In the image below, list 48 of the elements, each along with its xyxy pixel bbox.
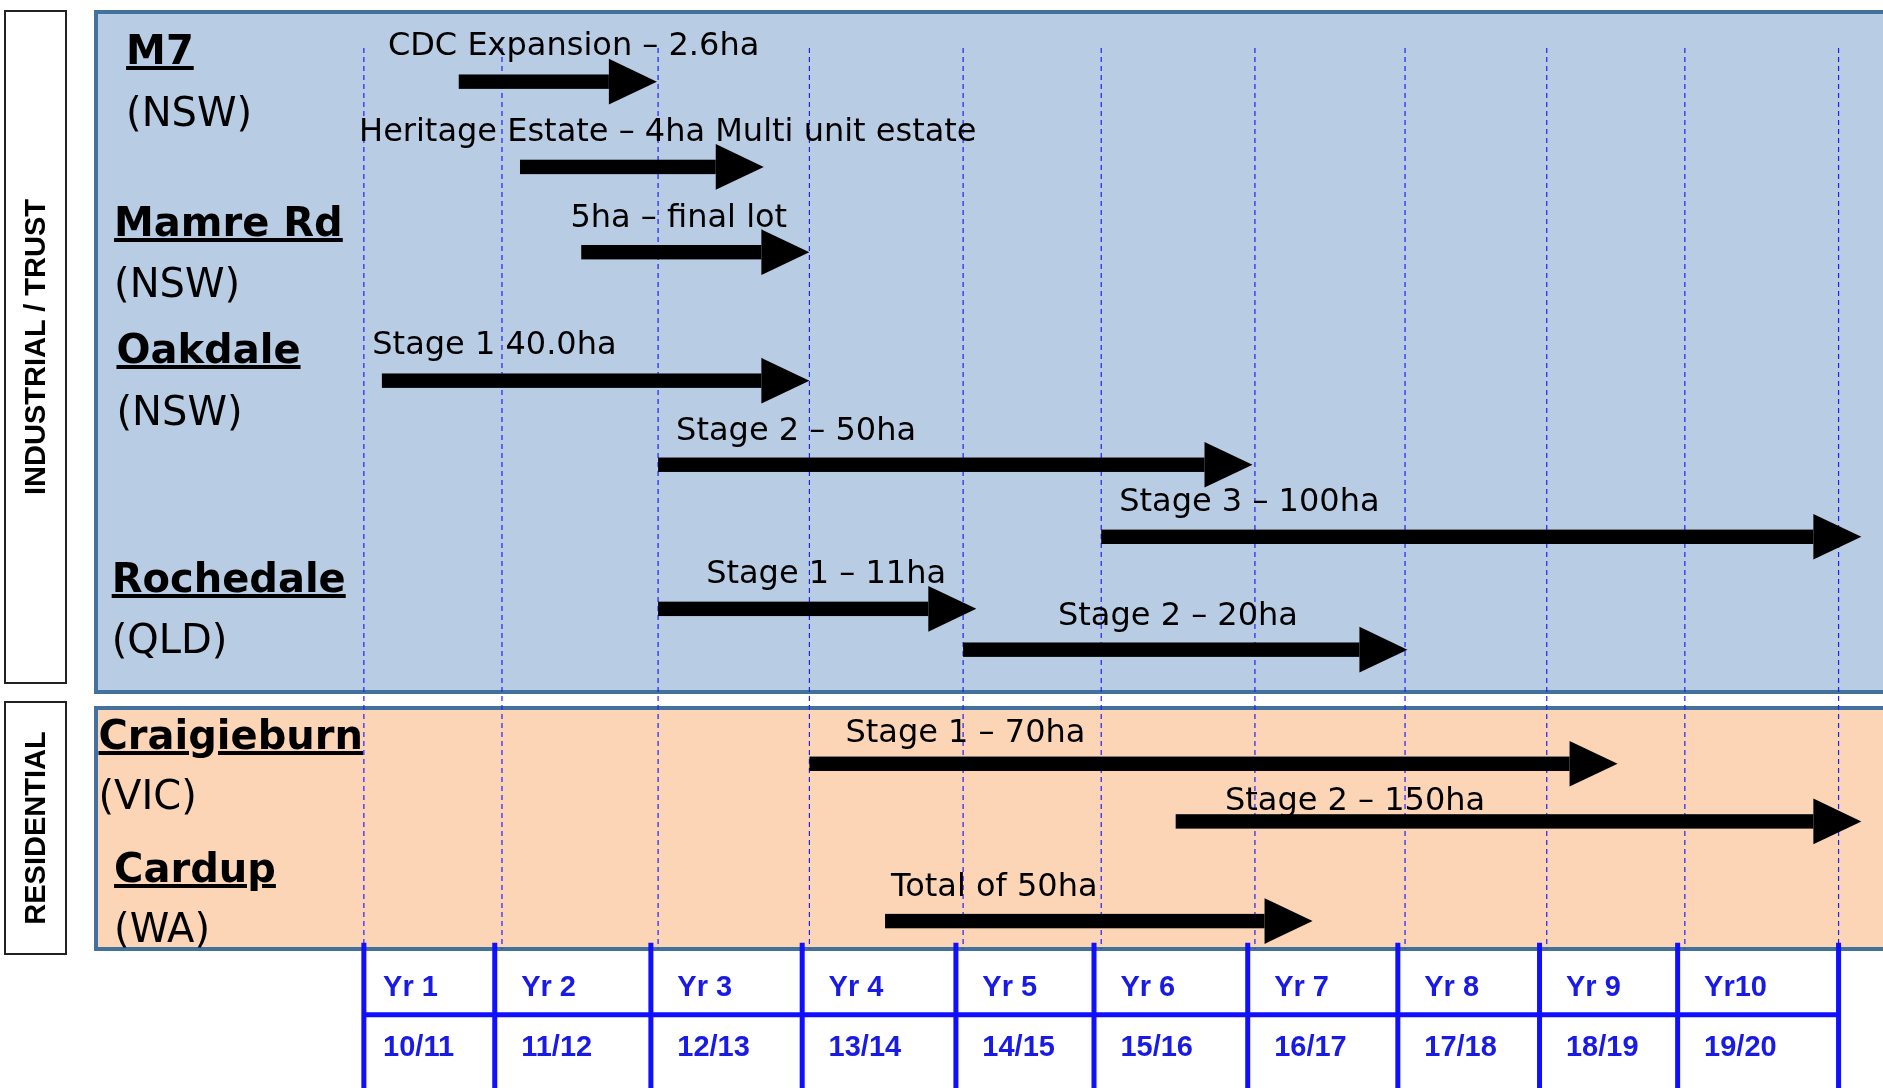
period-label: 19/20 bbox=[1704, 1031, 1777, 1061]
category-band bbox=[93, 706, 1883, 952]
period-label: 16/17 bbox=[1274, 1031, 1347, 1061]
category-band bbox=[93, 9, 1883, 695]
state-label: (VIC) bbox=[98, 775, 197, 815]
category-box bbox=[3, 9, 68, 685]
year-label: Yr 4 bbox=[828, 971, 884, 1001]
bar-label: Total of 50ha bbox=[891, 869, 1098, 902]
bar-label: Stage 1 40.0ha bbox=[372, 327, 617, 360]
bar-label: Stage 2 – 50ha bbox=[676, 412, 917, 445]
bar-label: Stage 2 – 20ha bbox=[1058, 597, 1298, 630]
period-label: 12/13 bbox=[677, 1031, 750, 1061]
period-label: 10/11 bbox=[383, 1031, 455, 1061]
year-label: Yr 1 bbox=[383, 971, 438, 1001]
bar-label: CDC Expansion – 2.6ha bbox=[387, 28, 760, 61]
period-label: 17/18 bbox=[1424, 1031, 1497, 1061]
year-label: Yr 3 bbox=[677, 971, 733, 1001]
period-label: 18/19 bbox=[1565, 1031, 1639, 1061]
year-label: Yr 6 bbox=[1120, 971, 1176, 1001]
year-label: Yr10 bbox=[1704, 971, 1767, 1001]
year-label: Yr 7 bbox=[1274, 971, 1329, 1001]
state-label: (NSW) bbox=[114, 263, 241, 304]
year-label: Yr 2 bbox=[521, 971, 576, 1001]
state-label: (NSW) bbox=[126, 91, 253, 132]
category-label: INDUSTRIAL / TRUST bbox=[20, 199, 50, 495]
bar-label: Stage 1 – 70ha bbox=[845, 715, 1086, 748]
period-label: 11/12 bbox=[521, 1031, 593, 1061]
category-box bbox=[3, 701, 68, 955]
site-name: Mamre Rd bbox=[114, 202, 343, 243]
bar-label: Heritage Estate – 4ha Multi unit estate bbox=[359, 113, 977, 146]
period-label: 13/14 bbox=[828, 1031, 902, 1061]
site-name: M7 bbox=[126, 30, 194, 71]
bar-label: Stage 1 – 11ha bbox=[706, 555, 947, 588]
bar-label: Stage 2 – 150ha bbox=[1224, 782, 1486, 815]
year-label: Yr 5 bbox=[982, 971, 1038, 1001]
site-name: Oakdale bbox=[116, 329, 301, 370]
state-label: (NSW) bbox=[116, 390, 243, 431]
bar-label: 5ha – final lot bbox=[570, 200, 788, 233]
bar-label: Stage 3 – 100ha bbox=[1119, 483, 1380, 516]
year-label: Yr 9 bbox=[1565, 971, 1621, 1001]
category-label: RESIDENTIAL bbox=[20, 731, 50, 925]
site-name: Rochedale bbox=[111, 557, 346, 598]
state-label: (QLD) bbox=[111, 618, 228, 659]
state-label: (WA) bbox=[114, 908, 210, 949]
year-label: Yr 8 bbox=[1424, 971, 1480, 1001]
site-name: Cardup bbox=[114, 848, 276, 889]
period-label: 14/15 bbox=[982, 1031, 1055, 1061]
period-label: 15/16 bbox=[1120, 1031, 1193, 1061]
